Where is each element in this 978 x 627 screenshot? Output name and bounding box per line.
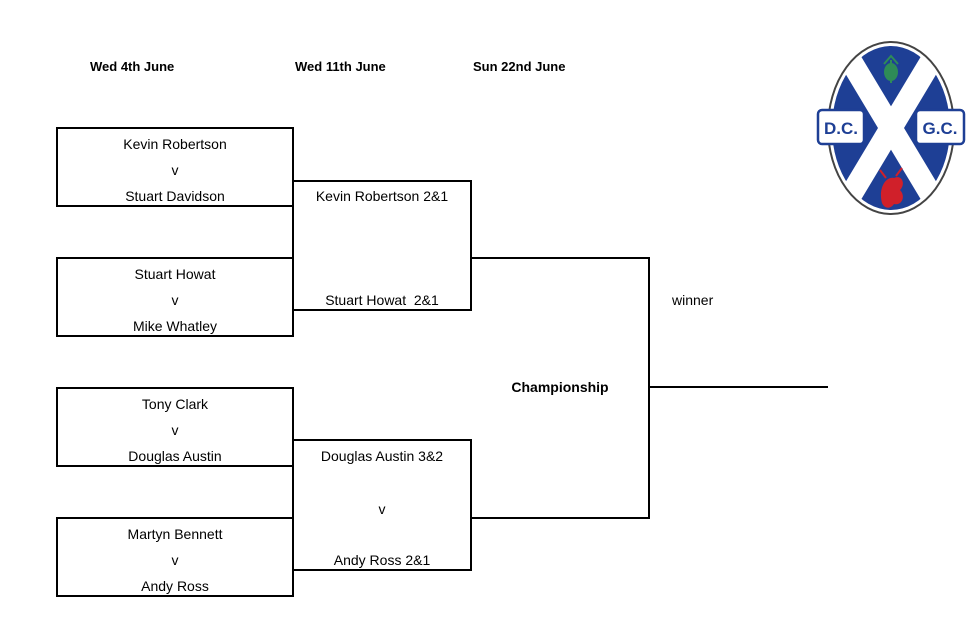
semi2-right-connector <box>470 439 472 571</box>
svg-text:G.C.: G.C. <box>923 119 958 138</box>
match4-vs: v <box>171 552 179 568</box>
semi2-top-line <box>292 439 472 441</box>
semi1-right-connector <box>470 180 472 311</box>
semi2-vs: v <box>378 501 386 517</box>
semi2-player1: Douglas Austin 3&2 <box>320 448 444 464</box>
match1-player2: Stuart Davidson <box>125 188 225 204</box>
final-date: Sun 22nd June <box>473 59 566 74</box>
semi1-player1: Kevin Robertson 2&1 <box>315 188 449 204</box>
club-logo: D.C. G.C. <box>816 41 966 215</box>
semi2-bottom-line <box>292 569 472 571</box>
semi1-left-connector <box>292 180 294 260</box>
semi1-bottom-line <box>292 309 472 311</box>
semi2-player2: Andy Ross 2&1 <box>333 552 431 568</box>
final-right-connector <box>648 257 650 519</box>
match3-player2: Douglas Austin <box>128 448 222 464</box>
lion-icon <box>879 167 903 208</box>
championship-label: Championship <box>511 379 609 395</box>
semi2-left-connector <box>292 439 294 519</box>
winner-line <box>648 386 828 388</box>
match2-player2: Mike Whatley <box>132 318 218 334</box>
round2-date: Wed 11th June <box>295 59 386 74</box>
svg-text:D.C.: D.C. <box>824 119 858 138</box>
final-bottom-line <box>470 517 650 519</box>
match1-player1: Kevin Robertson <box>123 136 227 152</box>
match2-vs: v <box>171 292 179 308</box>
round1-match-2 <box>56 257 294 337</box>
final-top-line <box>470 257 650 259</box>
match1-vs: v <box>171 162 179 178</box>
match3-player1: Tony Clark <box>141 396 209 412</box>
round1-match-4 <box>56 517 294 597</box>
saltire-cross <box>831 45 951 211</box>
logo-left-badge: D.C. <box>816 108 866 146</box>
logo-right-badge: G.C. <box>914 108 966 146</box>
thistle-icon <box>883 54 899 83</box>
match2-player1: Stuart Howat <box>134 266 216 282</box>
semi1-player2: Stuart Howat 2&1 <box>325 292 439 308</box>
round1-match-1 <box>56 127 294 207</box>
round1-date: Wed 4th June <box>90 59 175 74</box>
match4-player2: Andy Ross <box>141 578 209 594</box>
match3-vs: v <box>171 422 179 438</box>
round1-match-3 <box>56 387 294 467</box>
semi1-top-line <box>292 180 472 182</box>
match4-player1: Martyn Bennett <box>127 526 223 542</box>
winner-label: winner <box>672 292 714 308</box>
